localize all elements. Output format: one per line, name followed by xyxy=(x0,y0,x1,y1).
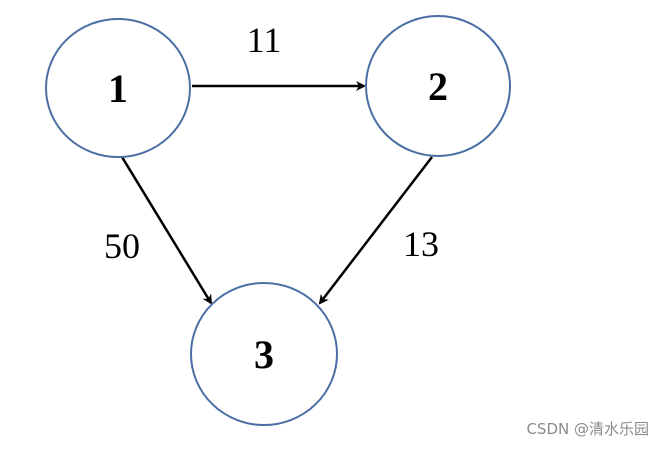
node-1-label: 1 xyxy=(108,66,128,111)
edge-weight-2-3: 13 xyxy=(403,224,439,264)
edge-weight-1-2: 11 xyxy=(247,20,282,60)
node-2: 2 xyxy=(365,15,511,157)
node-2-label: 2 xyxy=(428,64,448,109)
node-1: 1 xyxy=(45,18,191,158)
node-1-circle xyxy=(45,18,191,158)
node-2-circle xyxy=(365,15,511,157)
edge-weight-1-3: 50 xyxy=(104,226,140,266)
node-3-circle xyxy=(190,282,338,426)
edge-2-3 xyxy=(318,156,433,305)
watermark-text: CSDN @清水乐园 xyxy=(526,420,649,438)
node-3: 3 xyxy=(190,282,338,426)
node-3-label: 3 xyxy=(254,332,274,377)
edge-1-3 xyxy=(120,156,213,305)
